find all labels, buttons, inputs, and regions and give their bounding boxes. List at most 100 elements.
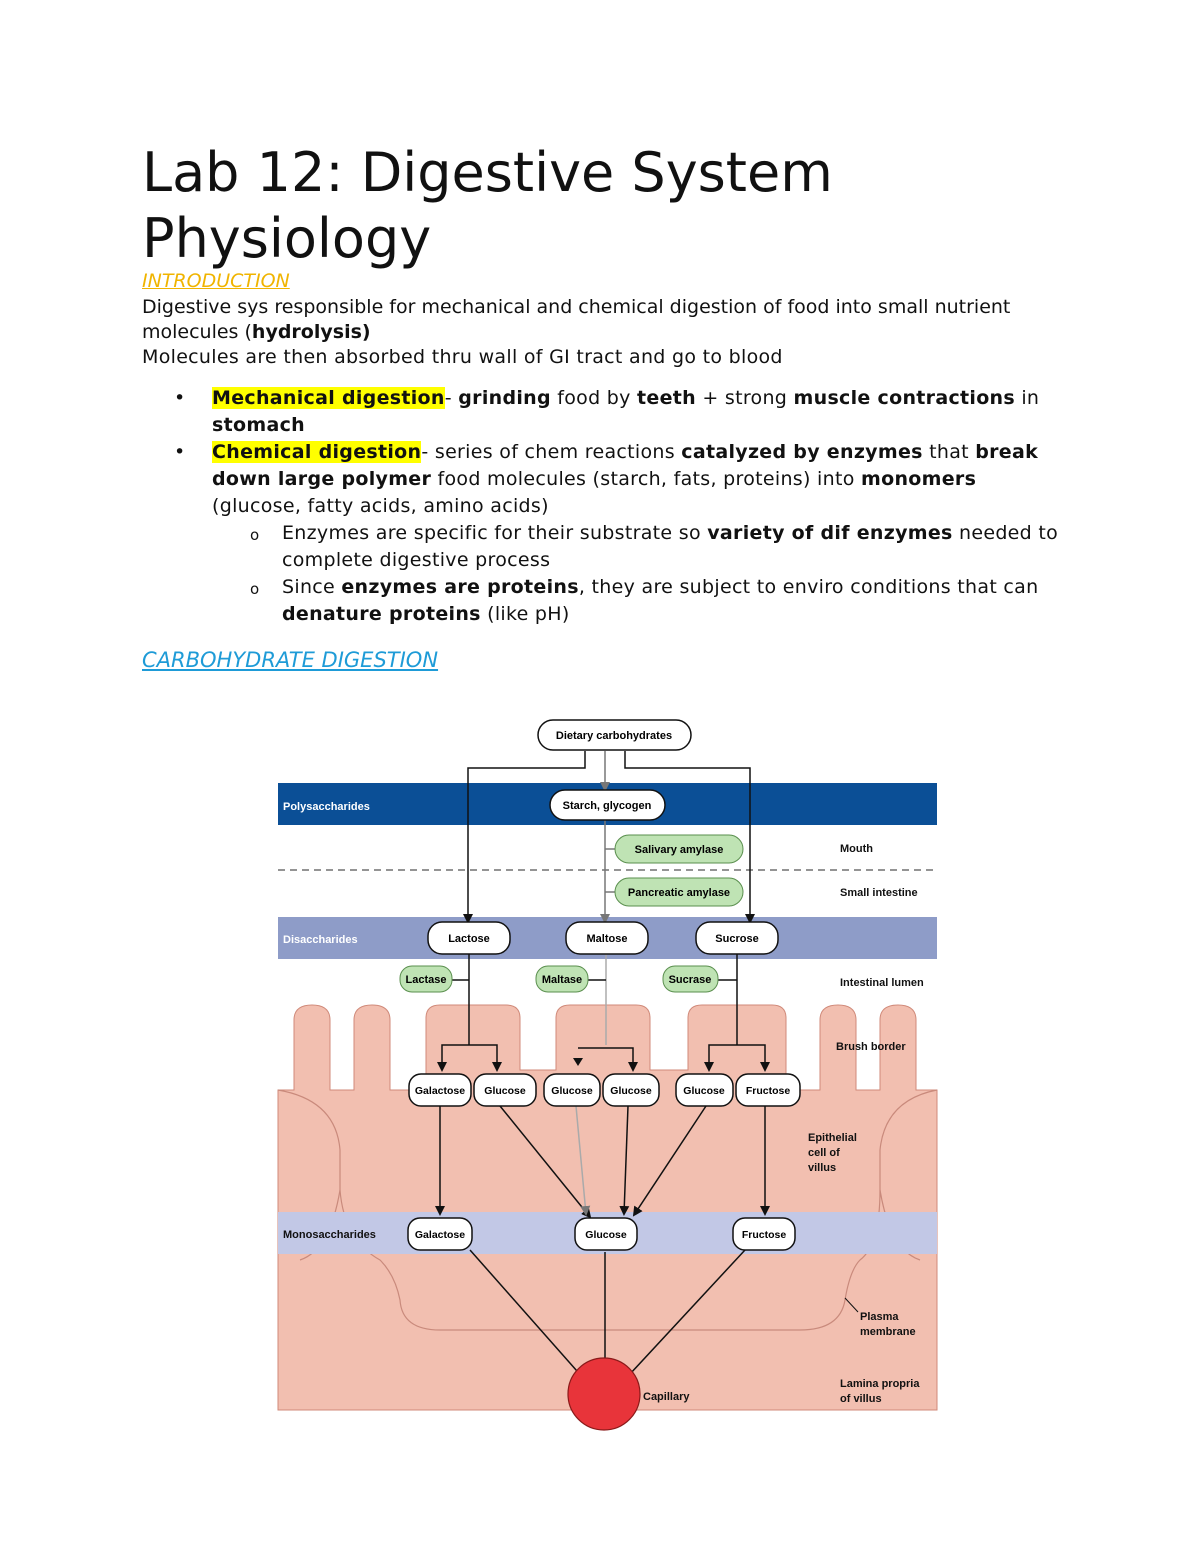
sub-bullet: o — [250, 580, 260, 598]
key-term: break down large polymer — [212, 441, 1039, 490]
node-galactose-mono: Galactose — [407, 1217, 473, 1251]
text: food molecules (starch, fats, proteins) … — [431, 468, 861, 490]
arrowhead — [628, 1062, 638, 1072]
glucose-text: Glucose — [683, 1085, 725, 1097]
arrow-fructose-capillary — [615, 1249, 746, 1390]
node-glucose-2: Glucose — [543, 1073, 601, 1107]
node-sucrase: Sucrase — [662, 965, 719, 993]
arrow-glucose1 — [499, 1105, 592, 1219]
sub-item-enzymes-proteins: o Since enzymes are proteins, they are s… — [142, 574, 1062, 628]
disaccharides-label: Disaccharides — [283, 934, 358, 946]
arrowhead — [492, 1062, 502, 1072]
key-term: grinding — [458, 387, 551, 409]
split-sucrose — [708, 1044, 766, 1070]
cell-boundaries — [277, 1089, 938, 1331]
small-intestine-label: Small intestine — [840, 887, 918, 899]
node-galactose-1: Galactose — [408, 1073, 472, 1107]
key-term: monomers — [861, 468, 977, 490]
highlight-term: Chemical digestion — [212, 441, 422, 463]
capillary-circle — [567, 1357, 641, 1431]
glucose-text: Glucose — [484, 1085, 526, 1097]
text: - series of chem reactions — [421, 441, 682, 463]
arrow-galactose-capillary — [469, 1249, 594, 1390]
lamina-label-1: Lamina propria — [840, 1378, 920, 1390]
node-lactose: Lactose — [427, 921, 511, 955]
bullet-dot: • — [174, 441, 186, 463]
intro-paragraph-1: Digestive sys responsible for mechanical… — [142, 295, 1072, 345]
text: Enzymes are specific for their substrate… — [282, 522, 708, 544]
plasma-label-1: Plasma — [860, 1311, 899, 1323]
pancreatic-text: Pancreatic amylase — [628, 887, 730, 899]
polysaccharides-label: Polysaccharides — [283, 801, 370, 813]
arrow-glucose4 — [632, 1105, 707, 1217]
list-item-mechanical: • Mechanical digestion- grinding food by… — [142, 385, 1062, 439]
text: (like pH) — [480, 603, 570, 625]
galactose-text: Galactose — [415, 1229, 465, 1241]
arrow-dietary-lactose — [463, 751, 586, 924]
glucose-text: Glucose — [610, 1085, 652, 1097]
key-term: muscle contractions — [793, 387, 1015, 409]
starch-text: Starch, glycogen — [563, 800, 652, 812]
fructose-text: Fructose — [742, 1229, 787, 1241]
carb-heading: CARBOHYDRATE DIGESTION — [142, 648, 439, 672]
bullet-dot: • — [174, 387, 186, 409]
node-glucose-4: Glucose — [675, 1073, 734, 1107]
list-item-chemical: • Chemical digestion- series of chem rea… — [142, 439, 1062, 520]
node-maltose: Maltose — [565, 921, 649, 955]
node-fructose-1: Fructose — [735, 1073, 801, 1107]
sucrase-text: Sucrase — [669, 974, 712, 986]
node-fructose-mono: Fructose — [732, 1217, 796, 1251]
mouth-label: Mouth — [840, 843, 873, 855]
galactose-text: Galactose — [415, 1085, 465, 1097]
key-term: stomach — [212, 414, 305, 436]
intro-paragraph-2: Molecules are then absorbed thru wall of… — [142, 346, 783, 368]
epithelial-label-1: Epithelial — [808, 1132, 857, 1144]
text: food by — [550, 387, 638, 409]
arrowhead — [573, 1058, 583, 1066]
text: needed to complete digestive process — [282, 522, 1059, 571]
plasma-pointer — [844, 1297, 859, 1313]
fructose-text: Fructose — [746, 1085, 791, 1097]
hydrolysis-term: hydrolysis) — [251, 321, 371, 343]
node-starch: Starch, glycogen — [549, 789, 666, 821]
monosaccharides-label: Monosaccharides — [283, 1229, 376, 1241]
text: (glucose, fatty acids, amino acids) — [212, 495, 549, 517]
maltose-text: Maltose — [587, 933, 628, 945]
node-pancreatic-amylase: Pancreatic amylase — [614, 877, 744, 907]
intro-heading: INTRODUCTION — [142, 270, 290, 292]
node-glucose-mono: Glucose — [574, 1217, 638, 1251]
text: that — [922, 441, 976, 463]
lactase-text: Lactase — [406, 974, 447, 986]
text: - — [444, 387, 459, 409]
glucose-text: Glucose — [585, 1229, 627, 1241]
lactose-text: Lactose — [448, 933, 490, 945]
node-lactase: Lactase — [399, 965, 453, 993]
node-glucose-3: Glucose — [602, 1073, 660, 1107]
sucrose-text: Sucrose — [715, 933, 758, 945]
highlight-term: Mechanical digestion — [212, 387, 445, 409]
node-maltase: Maltase — [535, 965, 589, 993]
capillary-label: Capillary — [643, 1391, 690, 1403]
sub-bullet: o — [250, 526, 260, 544]
lamina-label-2: of villus — [840, 1393, 882, 1405]
node-dietary: Dietary carbohydrates — [537, 719, 692, 751]
node-sucrose: Sucrose — [695, 921, 779, 955]
intro-text: Digestive sys responsible for mechanical… — [142, 296, 1011, 343]
arrow-glucose3 — [619, 1105, 630, 1216]
brush-border-label: Brush border — [836, 1041, 906, 1053]
arrowhead — [704, 1062, 714, 1072]
dietary-text: Dietary carbohydrates — [556, 730, 672, 742]
key-term: enzymes are proteins — [341, 576, 579, 598]
key-term: catalyzed by enzymes — [681, 441, 923, 463]
salivary-text: Salivary amylase — [635, 844, 724, 856]
glucose-text: Glucose — [551, 1085, 593, 1097]
key-term: variety of dif enzymes — [707, 522, 953, 544]
epithelial-label-2: cell of — [808, 1147, 840, 1159]
split-lactose — [441, 1044, 498, 1070]
arrowhead — [437, 1062, 447, 1072]
text: Since — [282, 576, 342, 598]
arrow-glucose2 — [575, 1105, 591, 1216]
maltase-text: Maltase — [542, 974, 582, 986]
